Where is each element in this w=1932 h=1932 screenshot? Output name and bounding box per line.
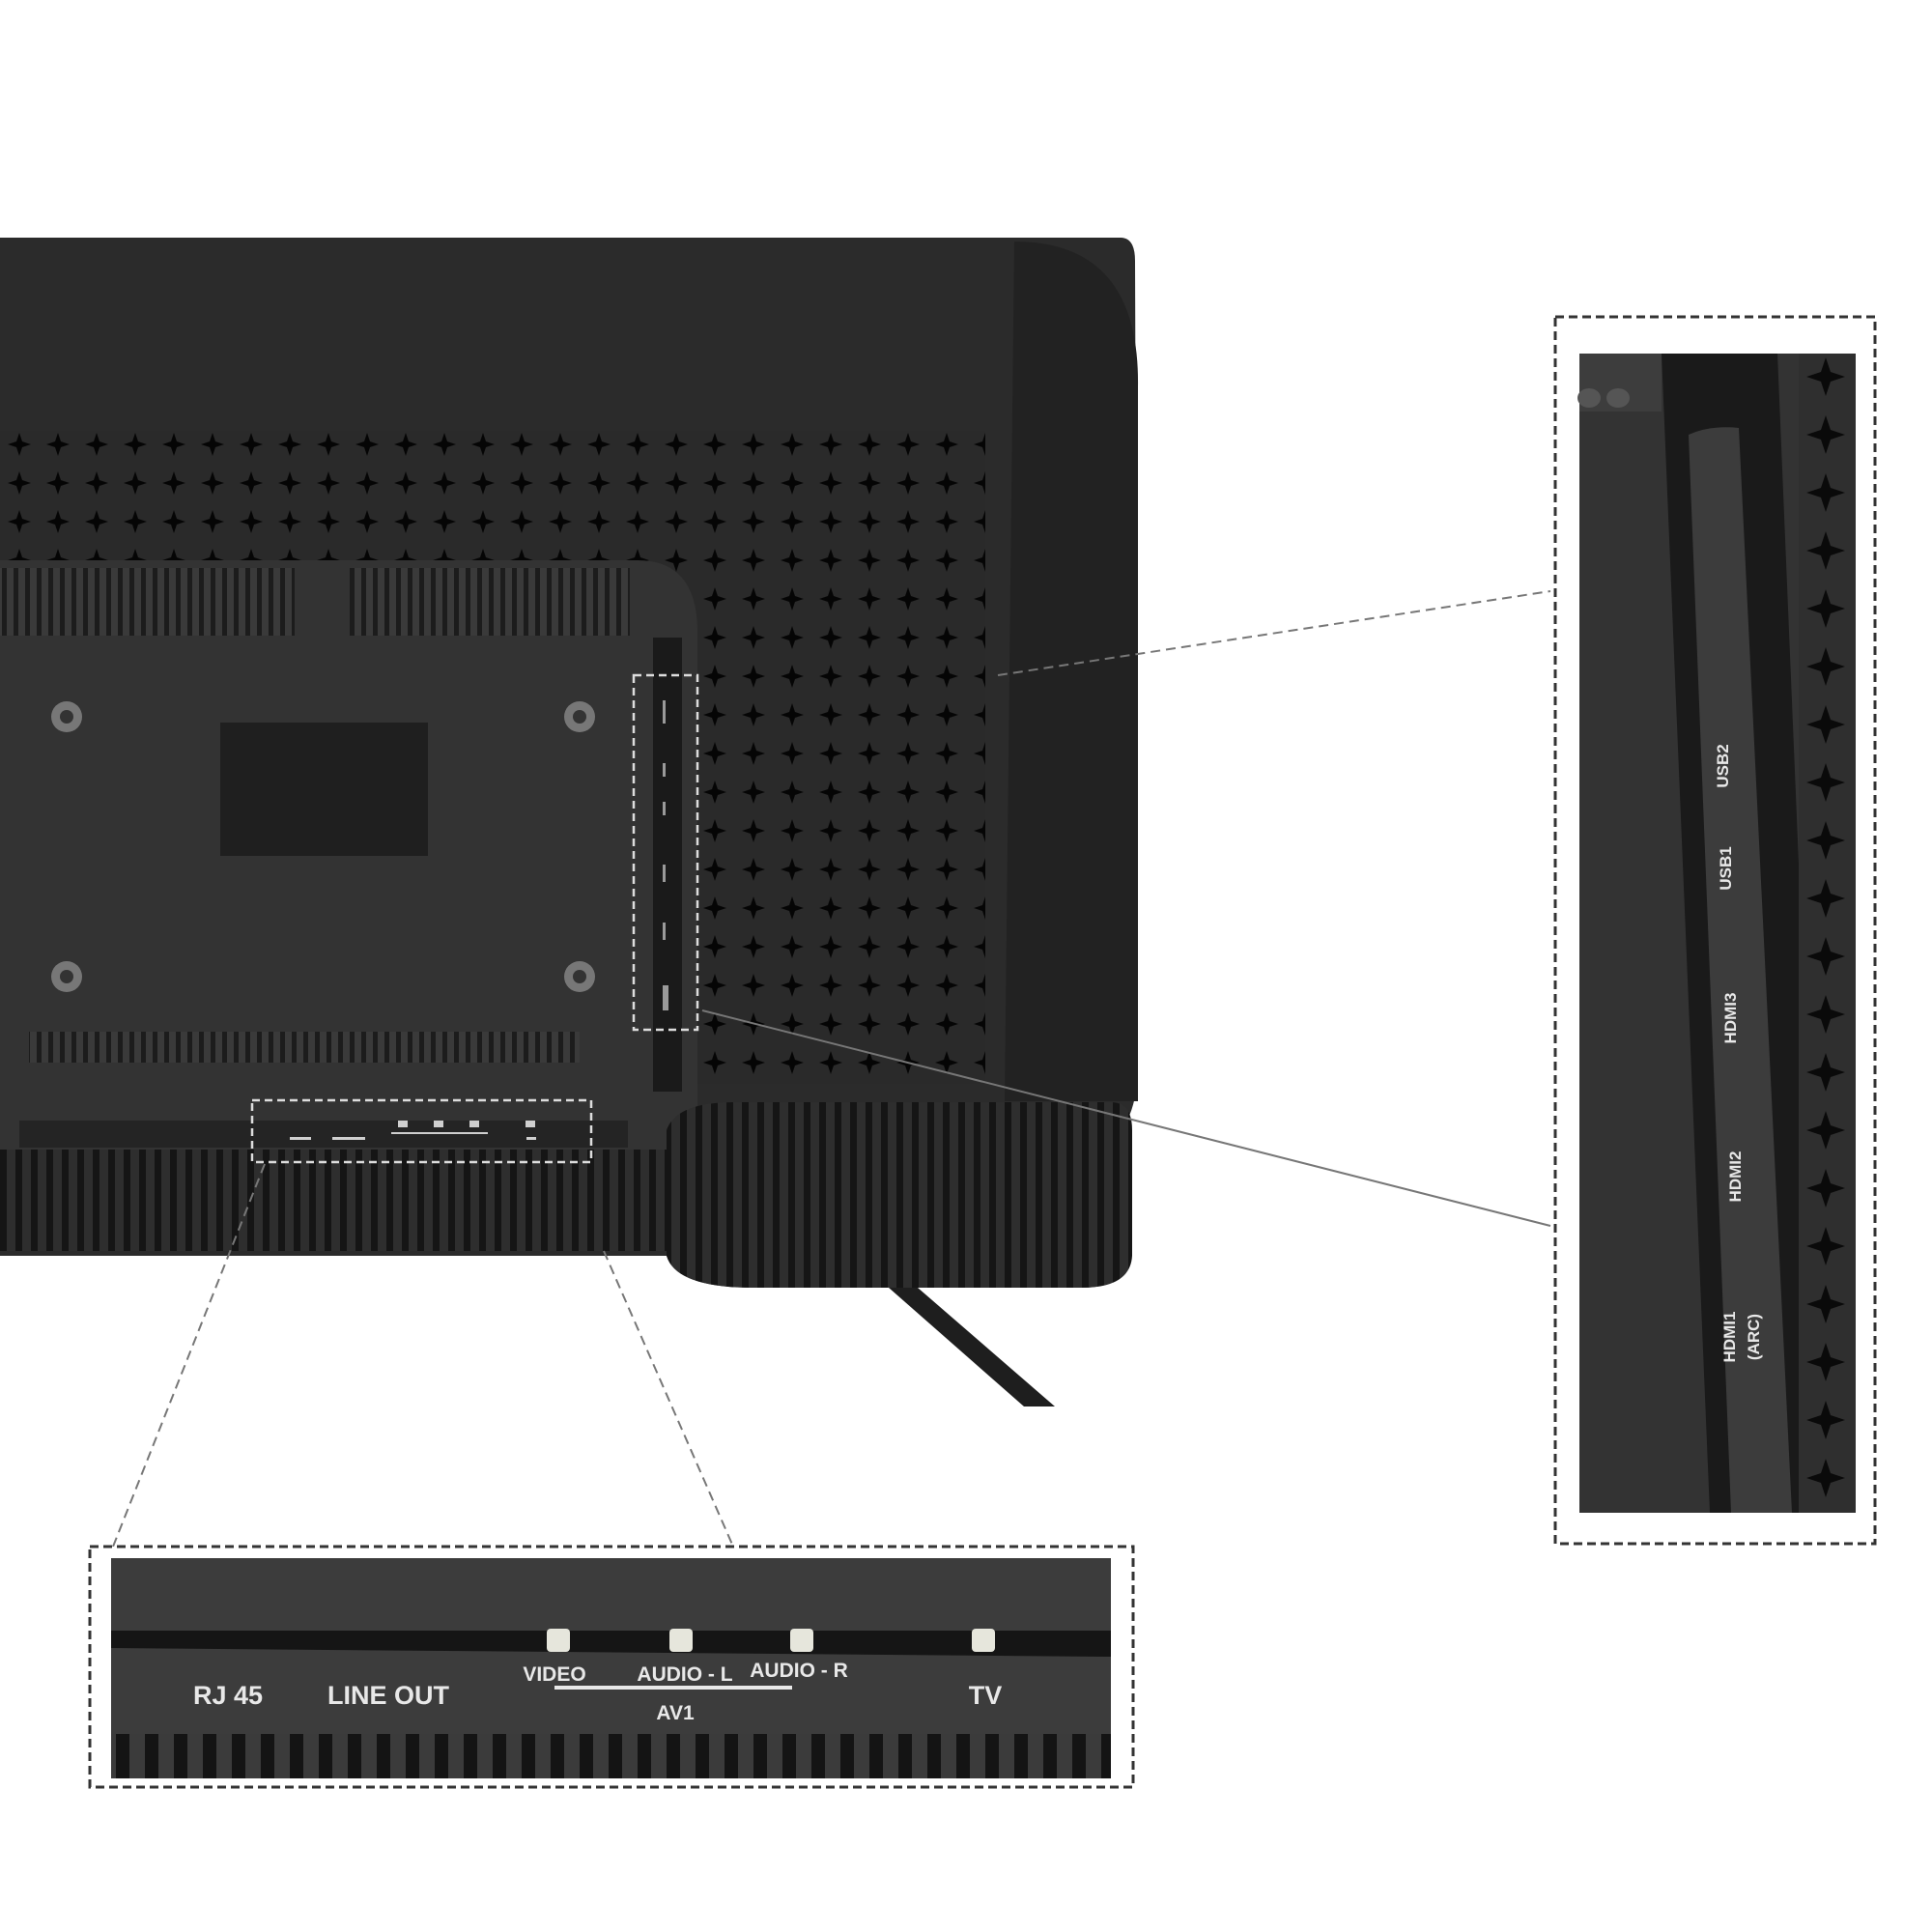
tv-stand-leg bbox=[889, 1288, 1055, 1406]
side-ports-callout: USB2 USB1 HDMI3 HDMI2 HDMI1 (ARC) bbox=[1553, 315, 1877, 1546]
video-jack bbox=[547, 1629, 570, 1652]
port-label-usb1: USB1 bbox=[1717, 846, 1735, 890]
bottom-ports-miniature bbox=[290, 1121, 536, 1140]
callout-leader-lines bbox=[112, 590, 1551, 1548]
av1-group-label: AV1 bbox=[656, 1702, 695, 1724]
port-label-usb2: USB2 bbox=[1714, 744, 1732, 787]
side-ports-highlight bbox=[632, 673, 699, 1032]
port-label-tv: TV bbox=[969, 1681, 1003, 1710]
audio-l-jack bbox=[669, 1629, 693, 1652]
tv-jack bbox=[972, 1629, 995, 1652]
port-label-line-out: LINE OUT bbox=[327, 1681, 450, 1710]
bottom-rib-strip bbox=[0, 1150, 667, 1251]
port-label-video: VIDEO bbox=[523, 1663, 585, 1686]
port-label-rj45: RJ 45 bbox=[193, 1681, 263, 1710]
vesa-mount-holes bbox=[51, 701, 595, 992]
port-label-hdmi1: HDMI1 bbox=[1720, 1312, 1739, 1363]
av1-group-underline bbox=[554, 1686, 792, 1690]
side-ports-miniature bbox=[663, 700, 668, 1010]
port-label-hdmi1-arc: (ARC) bbox=[1745, 1314, 1763, 1360]
audio-r-jack bbox=[790, 1629, 813, 1652]
port-label-hdmi2: HDMI2 bbox=[1726, 1151, 1745, 1203]
tv-back-body bbox=[0, 238, 1139, 1406]
speaker-base bbox=[667, 1102, 1132, 1288]
port-label-audio-r: AUDIO - R bbox=[750, 1660, 848, 1682]
rca-jacks bbox=[547, 1629, 995, 1652]
inner-panel bbox=[0, 560, 697, 1152]
port-label-audio-l: AUDIO - L bbox=[637, 1663, 732, 1686]
bottom-ports-callout: RJ 45 LINE OUT VIDEO AUDIO - L AUDIO - R… bbox=[88, 1545, 1135, 1789]
port-label-hdmi3: HDMI3 bbox=[1721, 993, 1740, 1044]
label-plate bbox=[220, 723, 428, 856]
bottom-ports-highlight bbox=[250, 1098, 593, 1164]
